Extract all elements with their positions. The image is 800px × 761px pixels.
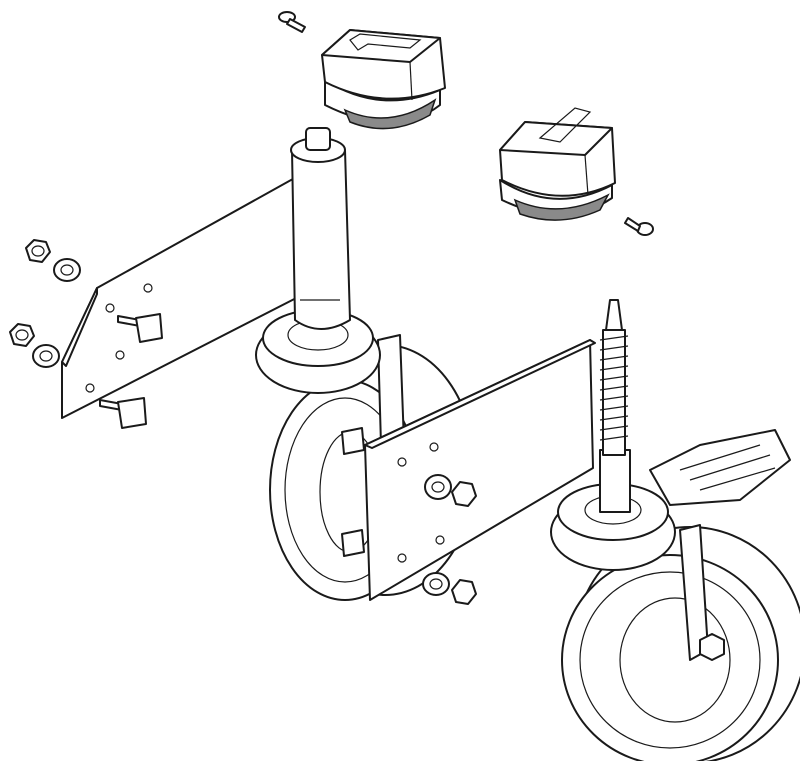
nut-right-2	[451, 579, 477, 605]
nut-right-1	[451, 481, 477, 507]
stem	[291, 141, 351, 330]
screw-top	[278, 11, 306, 33]
screw-right	[624, 217, 654, 236]
axle-nut	[699, 633, 725, 661]
washer-right-2	[422, 572, 450, 596]
t-bolt-caster-2	[341, 529, 365, 557]
nut-left-1	[25, 239, 51, 263]
washer-left-1	[53, 258, 81, 282]
mounting-plate-right	[364, 339, 596, 601]
t-bolt-left-1	[117, 313, 163, 343]
t-bolt-caster-1	[341, 427, 365, 455]
brake-pedal	[649, 429, 791, 506]
stem-collar	[599, 449, 631, 513]
stem-nut	[305, 127, 331, 151]
mounting-plate-left	[61, 171, 309, 419]
rubber-foot-1	[321, 29, 446, 130]
washer-right-1	[424, 474, 452, 500]
nut-left-2	[9, 323, 35, 347]
stem-tip	[605, 299, 623, 331]
wheel-front-tire	[561, 554, 779, 761]
washer-left-2	[32, 344, 60, 368]
rubber-foot-2	[499, 107, 616, 221]
brake-caster	[550, 299, 800, 761]
t-bolt-left-2	[99, 397, 147, 429]
